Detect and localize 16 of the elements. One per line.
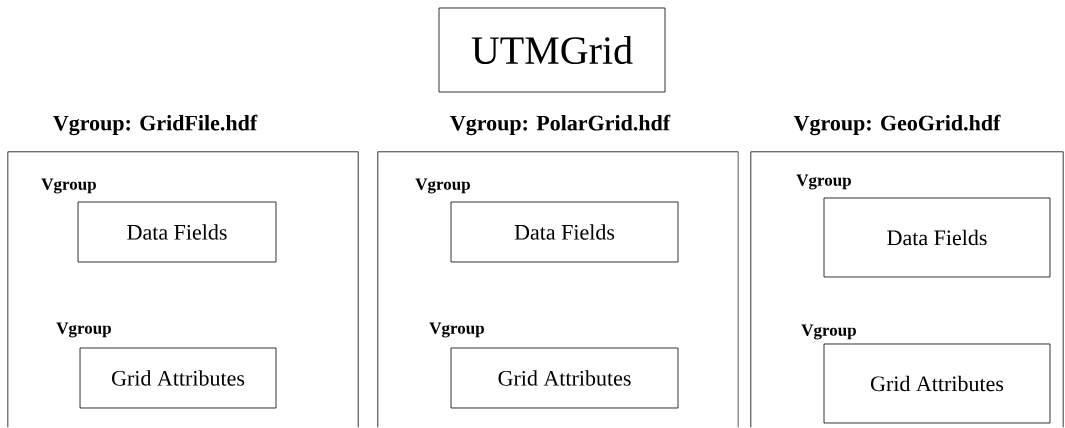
- heading: Vgroup: [796, 174, 851, 190]
- field-box: Grid Attributes: [823, 343, 1051, 424]
- heading: Vgroup: [801, 324, 856, 340]
- heading: Vgroup: [56, 322, 111, 338]
- heading: Vgroup: GeoGrid.hdf: [793, 114, 1001, 136]
- heading: Vgroup: PolarGrid.hdf: [450, 114, 671, 136]
- field-box: Data Fields: [823, 197, 1051, 278]
- heading: Vgroup: [415, 178, 470, 194]
- field-box: Grid Attributes: [450, 347, 679, 409]
- field-box: Data Fields: [450, 201, 679, 263]
- heading: Vgroup: GridFile.hdf: [53, 114, 258, 136]
- heading: Vgroup: [429, 322, 484, 338]
- field-box: Grid Attributes: [79, 347, 277, 409]
- heading: Vgroup: [41, 178, 96, 194]
- field-box: Data Fields: [77, 201, 277, 263]
- title-box: UTMGrid: [438, 7, 666, 93]
